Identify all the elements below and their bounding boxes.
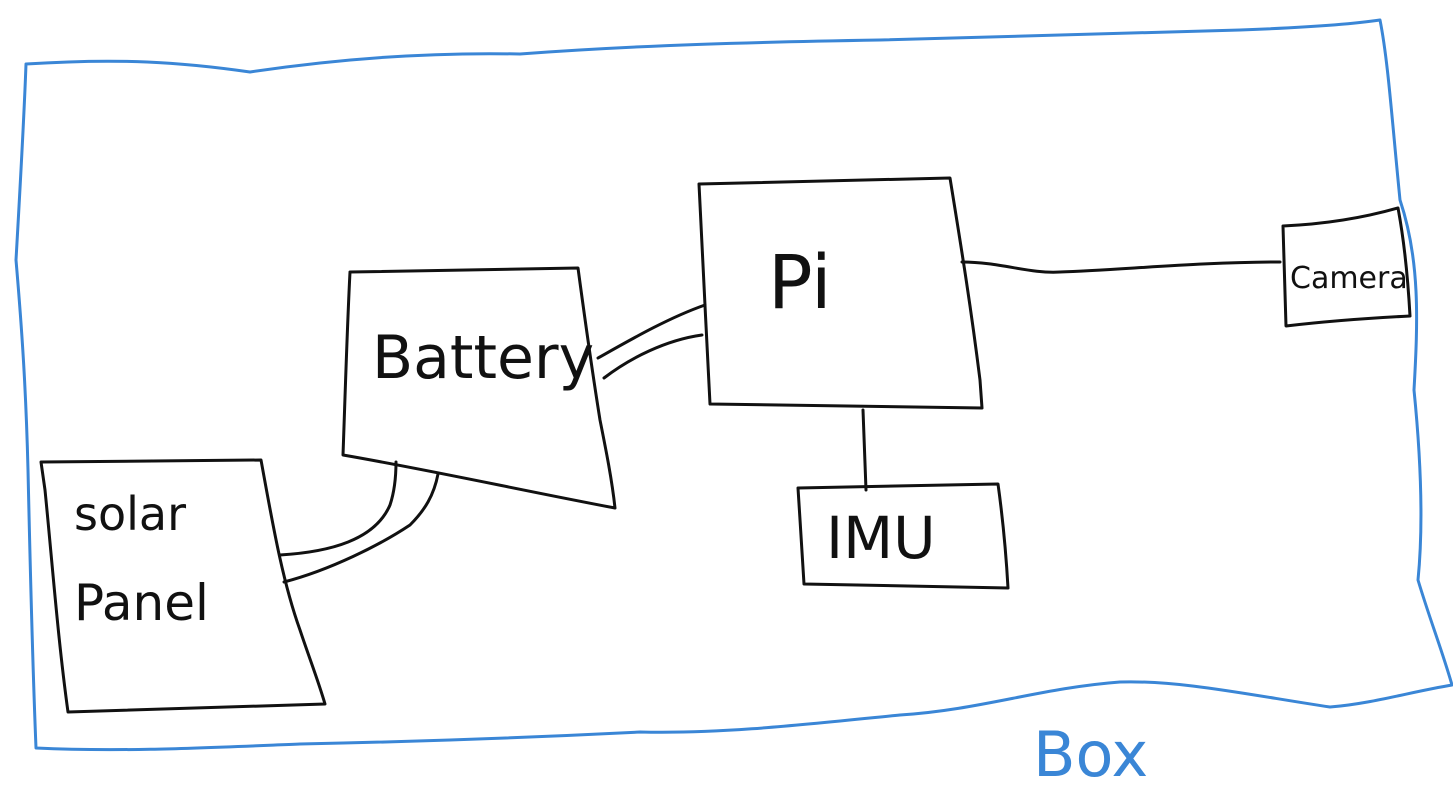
- battery-block: [341, 266, 617, 510]
- wire-pi-to-imu: [861, 408, 868, 492]
- wire-battery-to-pi: [596, 303, 707, 380]
- battery-label: Battery: [372, 323, 594, 393]
- wire-solar-to-battery: [278, 460, 440, 584]
- solar-panel-label-line2: Panel: [74, 574, 209, 632]
- solar-panel-block: [39, 458, 327, 714]
- pi-block: [697, 176, 984, 410]
- camera-block: [1281, 206, 1412, 328]
- box-label: Box: [1033, 718, 1148, 791]
- box-outline: [14, 18, 1453, 752]
- imu-label: IMU: [826, 504, 936, 572]
- imu-block: [796, 482, 1010, 590]
- wire-pi-to-camera: [960, 260, 1282, 274]
- solar-panel-label-line1: solar: [74, 487, 186, 541]
- pi-label: Pi: [768, 240, 832, 326]
- camera-label: Camera: [1290, 261, 1408, 296]
